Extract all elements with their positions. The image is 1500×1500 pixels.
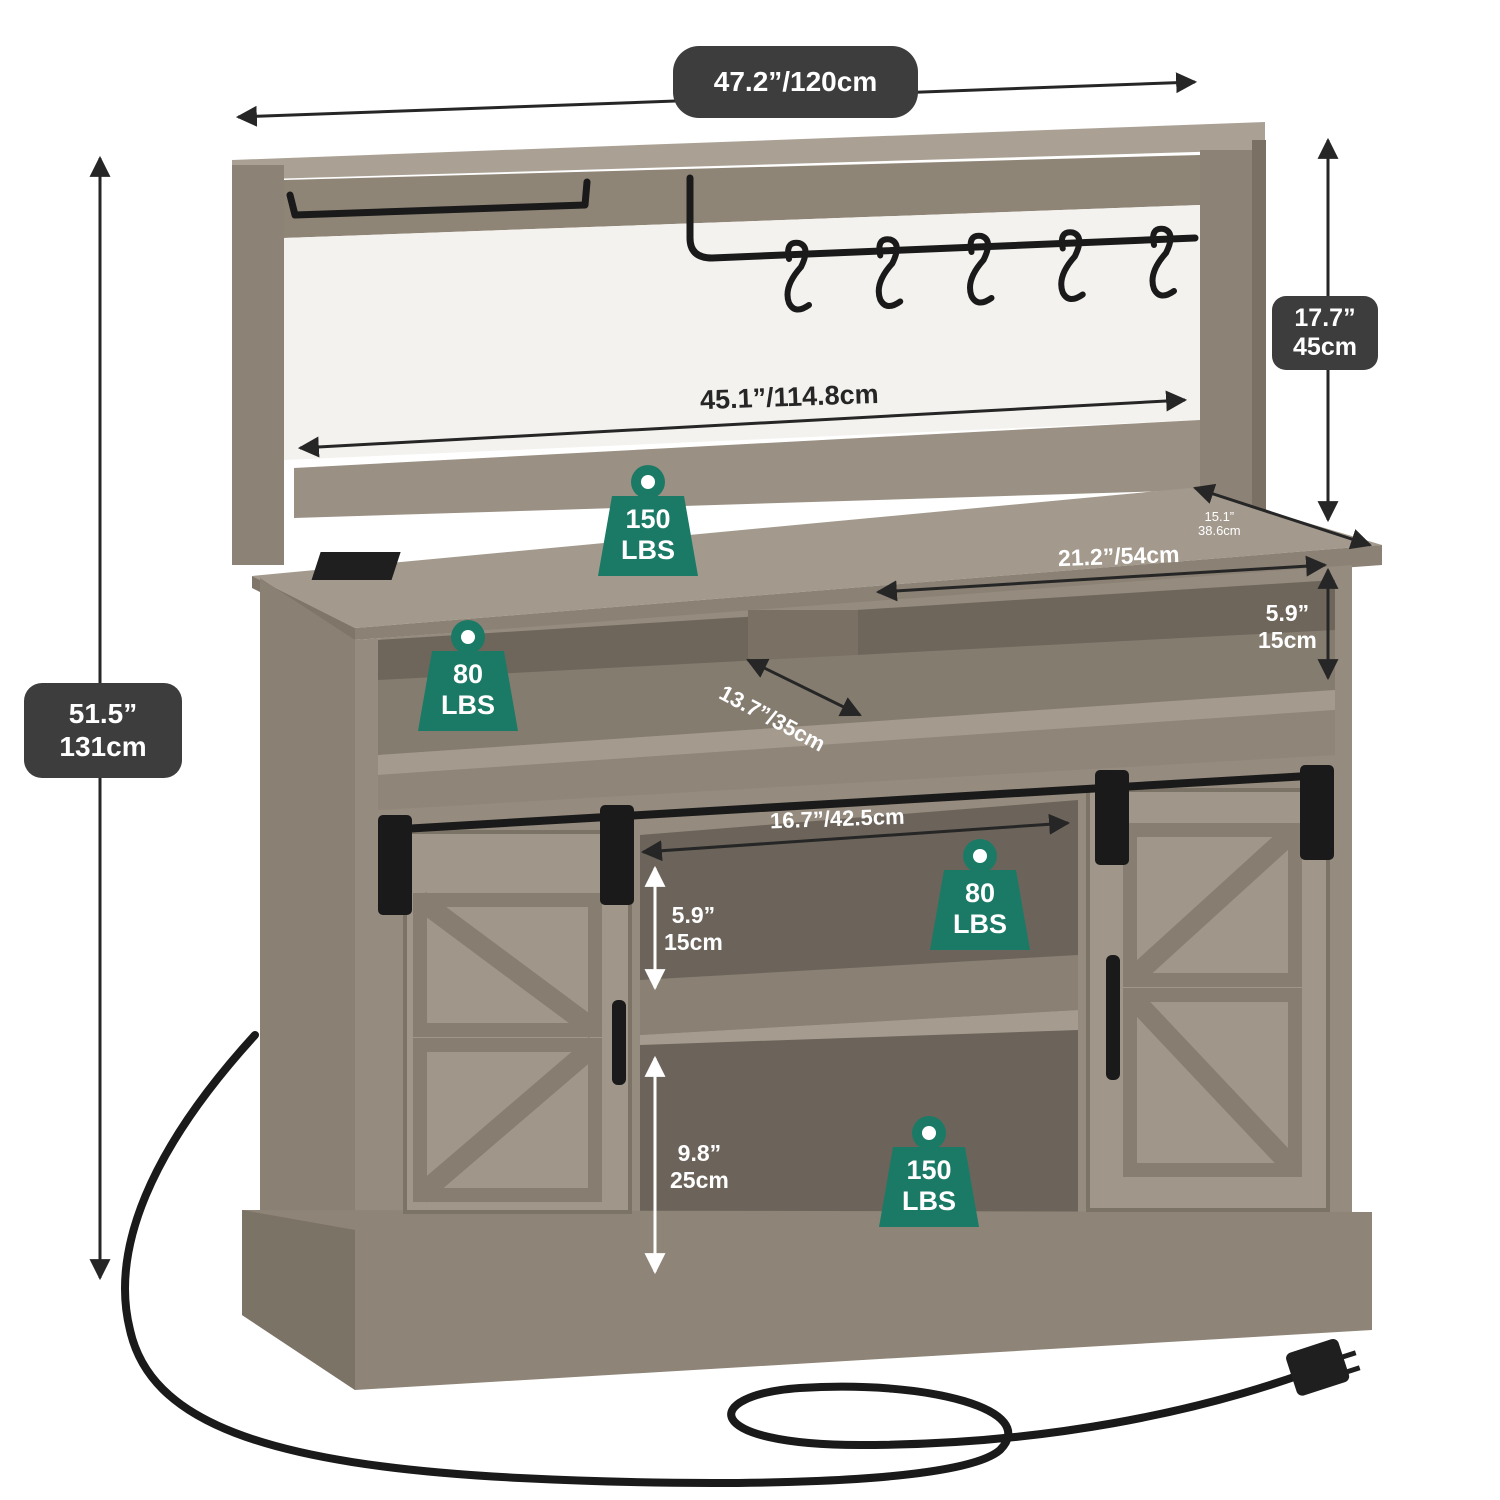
s-hook	[1058, 229, 1086, 302]
power-outlet	[311, 552, 401, 580]
open-shelf-height-label: 5.9” 15cm	[1258, 600, 1317, 654]
hutch-inner-width-text: 45.1”/114.8cm	[699, 378, 880, 416]
power-plug	[1286, 1338, 1361, 1396]
weight-center-shelf-unit: LBS	[953, 909, 1007, 939]
center-upper-height-label: 5.9” 15cm	[664, 902, 723, 956]
s-hook	[784, 239, 812, 313]
barn-door-left	[403, 830, 632, 1214]
s-hook	[1149, 225, 1177, 299]
weight-open-shelf-value: 80	[452, 659, 484, 689]
center-lower-height-cm-text: 25cm	[670, 1167, 729, 1193]
open-shelf-height-cm-text: 15cm	[1258, 627, 1317, 653]
top-depth-label: 15.1” 38.6cm	[1198, 510, 1241, 538]
barn-door-track	[378, 765, 1334, 915]
total-width-label: 47.2”/120cm	[673, 46, 918, 118]
center-width-text: 16.7”/42.5cm	[769, 803, 905, 834]
hanging-rods	[286, 174, 1199, 313]
weight-icon	[879, 1116, 979, 1227]
weight-open-shelf-unit: LBS	[441, 690, 495, 720]
countertop	[252, 488, 1382, 628]
center-upper-height-cm-text: 15cm	[664, 929, 723, 955]
weight-top-unit: LBS	[621, 535, 675, 565]
hutch-height-label: 17.7” 45cm	[1272, 296, 1378, 370]
total-width-text: 47.2”/120cm	[713, 65, 878, 97]
total-height-cm-text: 131cm	[59, 730, 147, 762]
weight-icon	[418, 620, 518, 731]
weight-icon	[598, 465, 698, 576]
center-upper-height-in-text: 5.9”	[671, 902, 716, 928]
center-lower-height-in-text: 9.8”	[677, 1140, 722, 1166]
base-plinth	[242, 1210, 1372, 1390]
weight-bottom-unit: LBS	[902, 1186, 956, 1216]
weight-center-shelf-value: 80	[964, 878, 996, 908]
top-depth-cm-text: 38.6cm	[1198, 523, 1241, 538]
weight-icon	[930, 839, 1030, 950]
s-hook	[967, 232, 995, 306]
hutch-height-cm-text: 45cm	[1293, 333, 1357, 361]
s-hooks	[784, 225, 1177, 313]
s-hook	[875, 236, 904, 309]
open-shelf-width-text: 21.2”/54cm	[1057, 540, 1180, 572]
power-cord	[121, 1031, 1361, 1487]
top-depth-in-text: 15.1”	[1204, 509, 1235, 524]
total-height-label: 51.5” 131cm	[24, 683, 182, 778]
weight-bottom-value: 150	[906, 1155, 952, 1185]
hutch-height-in-text: 17.7”	[1294, 304, 1356, 333]
center-lower-height-label: 9.8” 25cm	[670, 1140, 729, 1194]
weight-top-value: 150	[625, 504, 671, 534]
total-height-in-text: 51.5”	[68, 698, 138, 730]
open-shelf-height-in-text: 5.9”	[1265, 600, 1310, 626]
